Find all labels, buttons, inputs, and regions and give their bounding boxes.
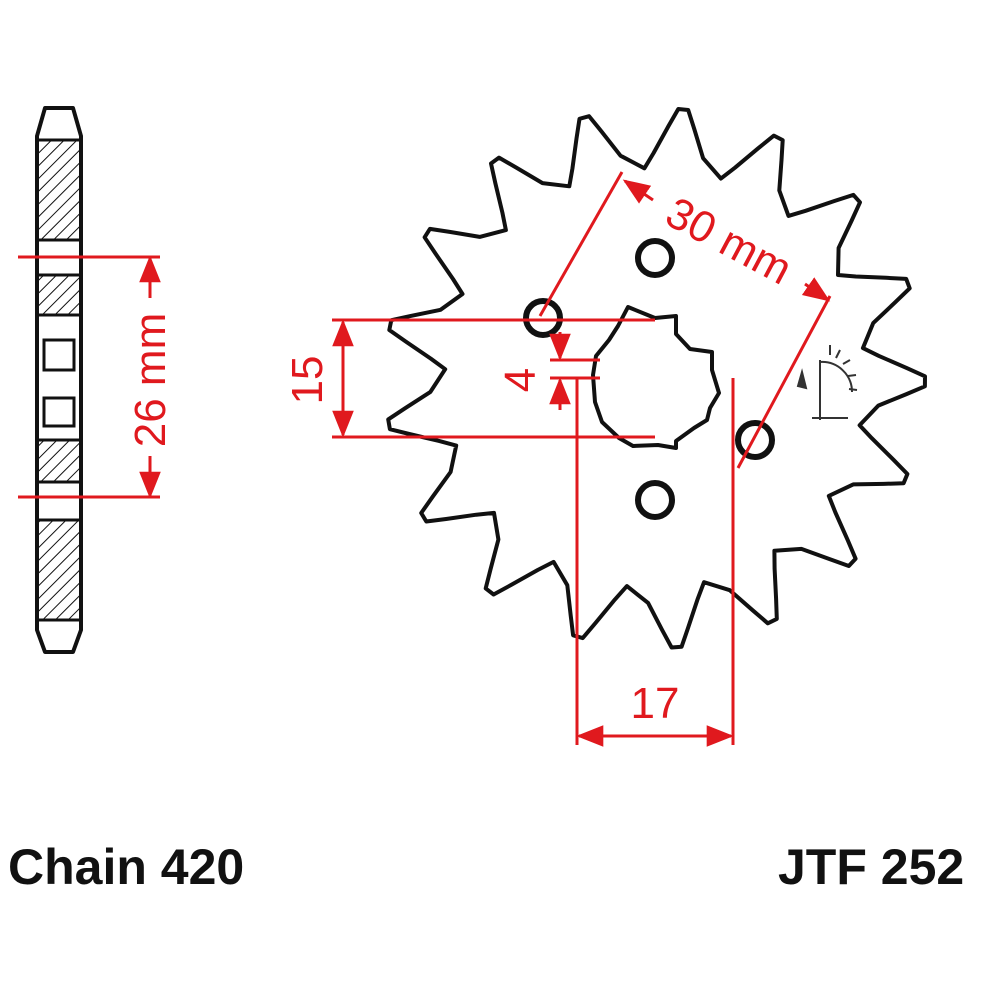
rotation-direction-icon [796,345,858,420]
bolt-hole-bottom [635,480,675,520]
bolt-hole-label: 4 [496,368,545,392]
sprocket-front-view [386,107,927,650]
spline-hub [591,305,721,450]
part-number-label: JTF 252 [778,839,965,895]
thickness-label: 26 mm [126,313,175,447]
dimension-lines [332,171,832,747]
thickness-dimension [18,255,161,499]
bolt-hole-top [635,238,675,278]
bolt-hole-left [523,298,563,338]
spline-inner-label: 15 [283,356,332,405]
chain-label: Chain 420 [8,839,245,895]
spline-outer-label: 17 [631,679,680,728]
sprocket-side-view [35,106,83,654]
bolt-hole-right [735,420,775,460]
